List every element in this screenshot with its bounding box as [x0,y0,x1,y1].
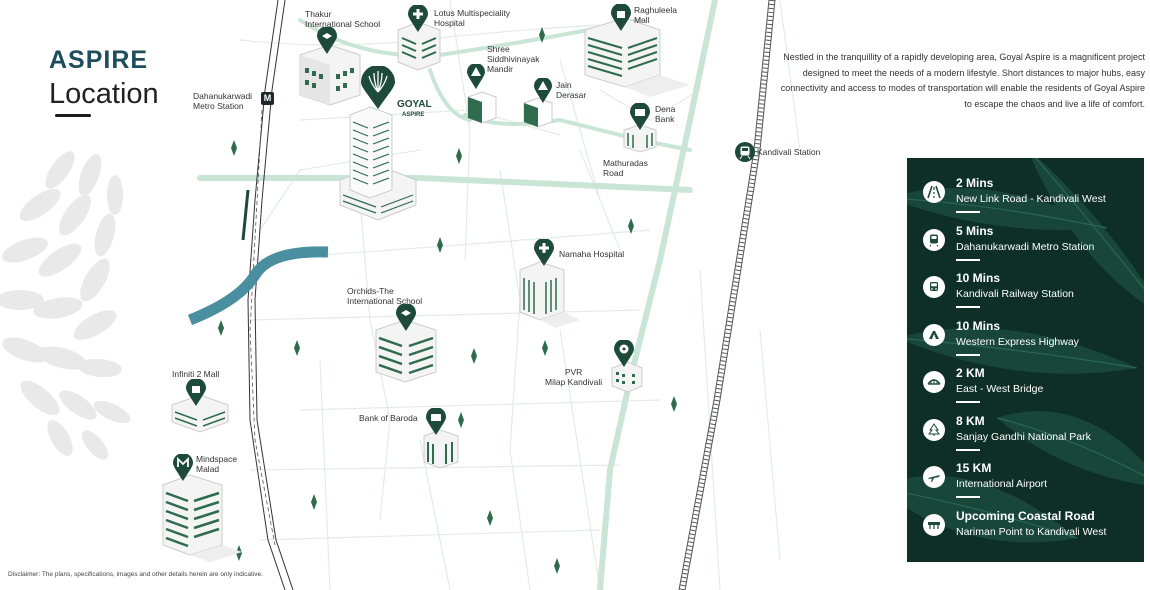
connectivity-time: 10 Mins [956,318,1001,333]
connectivity-time: 10 Mins [956,271,1001,285]
connectivity-divider [956,258,980,261]
page-title: ASPIRE [49,46,149,74]
metro-icon[interactable]: M [261,92,274,105]
road-icon [923,181,945,203]
project-logo-name: GOYAL [397,99,432,110]
label-infiniti-mall: Infiniti 2 Mall [172,369,220,379]
area-map [162,0,801,590]
coastal-road-icon [923,513,945,536]
hospital-pin-icon[interactable] [408,5,428,33]
page-subtitle: Location [49,78,159,110]
mindspace-pin-icon[interactable] [173,454,193,482]
disclaimer-text: Disclaimer: The plans, specifications, i… [8,571,263,578]
jain-temple-pin-icon[interactable] [534,78,552,104]
label-dahanukarwadi-metro: Dahanukarwadi Metro Station [193,91,253,111]
cinema-pin-icon[interactable] [614,340,634,368]
goyal-aspire-pin-icon[interactable] [361,66,395,110]
school-pin-icon[interactable] [317,27,337,55]
connectivity-divider [956,401,980,403]
mall-pin-icon[interactable] [611,4,631,32]
connectivity-divider [956,211,980,213]
connectivity-item: 2 KM East - West Bridge [921,366,1141,413]
bridge-icon [923,371,945,393]
connectivity-place: Kandivali Railway Station [956,288,1074,300]
connectivity-divider [956,353,980,356]
hospital-pin-icon[interactable] [534,239,554,267]
label-namaha-hospital: Namaha Hospital [559,249,625,259]
label-kandivali-station: Kandivali Station [757,147,821,157]
label-lotus-hospital: Lotus Multispeciality Hospital [434,8,511,28]
bank-pin-icon[interactable] [630,103,650,131]
label-dena-bank: Dena Bank [655,104,676,124]
connectivity-time: 15 KM [956,461,992,475]
label-pvr-milap: PVR Milap Kandivali [545,367,603,387]
connectivity-time: 8 KM [956,413,985,428]
label-jain-derasar: Jain Derasar [556,80,587,100]
label-thakur-school: Thakur International School [305,9,381,29]
connectivity-place: Western Express Highway [956,335,1079,348]
metro-icon [923,228,945,251]
connectivity-time: 2 KM [956,366,985,380]
connectivity-place: Dahanukarwadi Metro Station [956,240,1095,253]
connectivity-divider [956,448,980,451]
connectivity-place: East - West Bridge [956,383,1044,395]
connectivity-divider [956,496,980,498]
project-logo-sub: ASPIRE [402,112,425,118]
label-mindspace-malad: Mindspace Malad [196,454,238,474]
label-shree-siddhivinayak: Shree Siddhivinayak Mandir [487,44,540,74]
airplane-icon [923,466,945,488]
label-orchids-school: Orchids-The International School [347,286,423,306]
connectivity-time: 2 Mins [956,176,994,190]
temple-pin-icon[interactable] [467,64,485,90]
label-bank-of-baroda: Bank of Baroda [359,413,418,423]
train-icon [923,276,945,298]
title-underline [55,114,91,117]
label-raghuleela-mall: Raghuleela Mall [634,5,678,25]
connectivity-time: 5 Mins [956,223,994,238]
connectivity-place: New Link Road - Kandivali West [956,193,1106,205]
connectivity-item: 8 KM Sanjay Gandhi National Park [921,414,1141,461]
mall-pin-icon[interactable] [186,379,206,407]
description-text: Nestled in the tranquillity of a rapidly… [780,52,1145,109]
connectivity-divider [956,306,980,308]
school-pin-icon[interactable] [396,304,416,332]
park-icon [923,418,945,441]
bank-pin-icon[interactable] [426,408,446,436]
leaf-pattern-decoration [0,151,131,460]
highway-icon [923,323,945,346]
connectivity-place: Sanjay Gandhi National Park [956,430,1091,443]
label-mathuradas-road: Mathuradas Road [603,158,648,178]
train-station-icon[interactable] [735,142,755,162]
connectivity-item: 15 KM International Airport [921,461,1141,508]
connectivity-place: Nariman Point to Kandivali West [956,525,1107,538]
connectivity-time: Upcoming Coastal Road [956,508,1095,523]
connectivity-place: International Airport [956,478,1048,490]
